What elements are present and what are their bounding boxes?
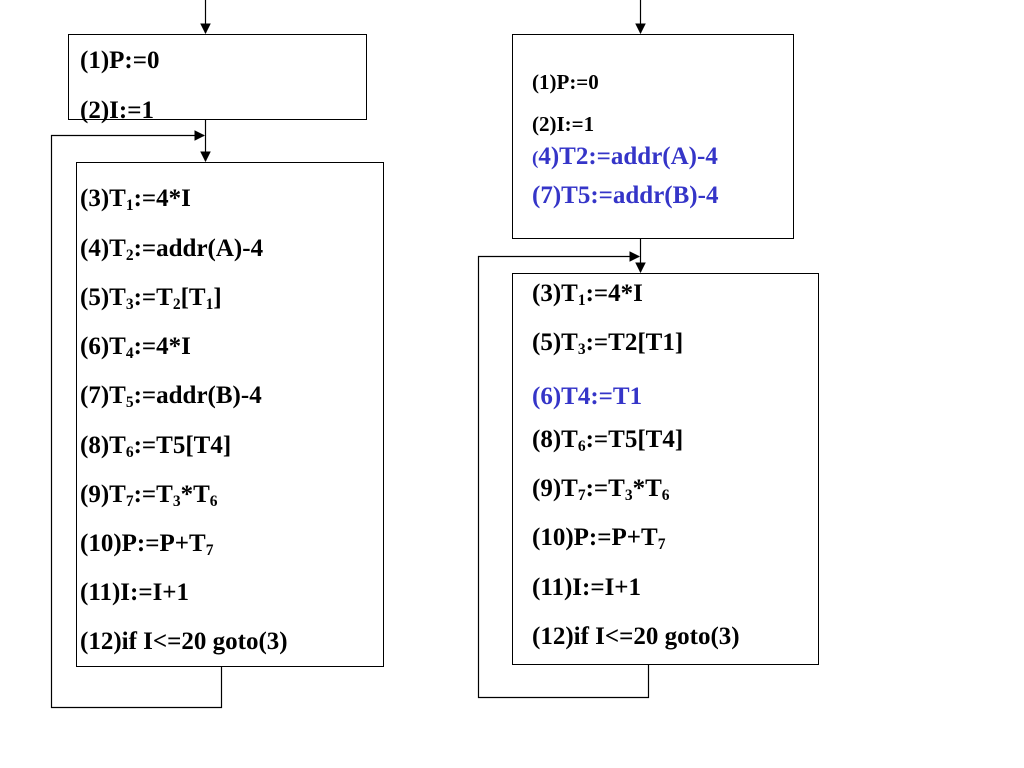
right-back-edge [477,251,650,699]
code-text: (11)I:=I+1 [80,579,190,606]
code-text: (5)T [532,329,578,356]
code-text: (9)T [532,475,578,502]
subscript: 4 [125,344,134,362]
subscript: 6 [577,437,586,455]
code-text: (10)P:=P+T [532,524,658,551]
code-text: (2)I:=1 [532,112,595,136]
code-line: (12)if I<=20 goto(3) [80,629,288,654]
code-text: :=T [133,481,173,508]
code-text: :=4*I [133,185,191,212]
code-text: (6)T [80,333,126,360]
subscript: 7 [657,535,666,553]
subscript: 7 [577,486,586,504]
code-text: (12)if I<=20 goto(3) [532,623,740,650]
code-line: (2)I:=1 [532,114,594,135]
code-text: (4)T [80,235,126,262]
subscript: 3 [125,295,134,313]
code-text: :=T [133,284,173,311]
subscript: 1 [205,295,214,313]
code-text: (8)T [532,426,578,453]
subscript: 6 [209,492,218,510]
code-text: (1)P:=0 [80,47,160,74]
code-text: (1)P:=0 [532,70,599,94]
code-text: (11)I:=I+1 [532,574,642,601]
left-back-edge [50,130,223,709]
code-line: (10)P:=P+T7 [80,530,214,559]
code-text: ( [532,148,539,169]
subscript: 3 [577,340,586,358]
code-line: (12)if I<=20 goto(3) [532,624,740,649]
code-text: (3)T [80,185,126,212]
subscript: 2 [172,295,181,313]
code-text: (9)T [80,481,126,508]
code-line: (9)T7:=T3*T6 [80,481,218,510]
code-text: :=T2[T1] [585,329,684,356]
code-line: (7)T5:=addr(B)-4 [532,183,718,208]
subscript: 1 [125,196,134,214]
code-text: ] [213,284,222,311]
code-text: :=4*I [585,280,643,307]
code-line: (5)T3:=T2[T1] [532,329,684,358]
code-line: (8)T6:=T5[T4] [532,426,684,455]
code-line: (8)T6:=T5[T4] [80,432,232,461]
code-text: [T [180,284,206,311]
code-line: (4)T2:=addr(A)-4 [80,235,264,264]
code-text: (6)T4:=T1 [532,383,643,410]
code-text: :=T [585,475,625,502]
code-text: (7)T [80,382,126,409]
left-init-box [68,34,367,120]
code-line: (4)T2:=addr(A)-4 [532,144,718,169]
code-text: :=4*I [133,333,191,360]
code-text: :=addr(B)-4 [133,382,262,409]
subscript: 6 [661,486,670,504]
code-line: (1)P:=0 [80,48,160,73]
code-text: :=T5[T4] [585,426,684,453]
code-text: (7)T5:=addr(B)-4 [532,182,719,209]
code-text: (5)T [80,284,126,311]
subscript: 7 [205,541,214,559]
code-text: (12)if I<=20 goto(3) [80,628,288,655]
code-text: *T [180,481,210,508]
subscript: 1 [577,291,586,309]
code-line: (11)I:=I+1 [80,580,189,605]
code-line: (5)T3:=T2[T1] [80,284,222,313]
subscript: 3 [172,492,181,510]
subscript: 3 [624,486,633,504]
code-text: (8)T [80,432,126,459]
code-line: (6)T4:=T1 [532,384,642,409]
code-line: (1)P:=0 [532,72,599,93]
code-text: (10)P:=P+T [80,530,206,557]
right-init-box [512,34,794,239]
code-line: (6)T4:=4*I [80,333,191,362]
code-line: (10)P:=P+T7 [532,524,666,553]
subscript: 2 [125,246,134,264]
code-line: (7)T5:=addr(B)-4 [80,382,262,411]
code-line: (11)I:=I+1 [532,575,641,600]
right-loop-box [512,273,819,665]
code-text: :=T5[T4] [133,432,232,459]
code-text: :=addr(A)-4 [133,235,264,262]
code-line: (3)T1:=4*I [532,280,643,309]
code-line: (2)I:=1 [80,98,154,123]
subscript: 5 [125,393,134,411]
code-line: (9)T7:=T3*T6 [532,475,670,504]
code-text: (3)T [532,280,578,307]
code-text: (2)I:=1 [80,97,154,124]
code-text: *T [632,475,662,502]
subscript: 6 [125,443,134,461]
code-text: 4)T2:=addr(A)-4 [538,143,718,170]
left-loop-box [76,162,384,667]
subscript: 7 [125,492,134,510]
code-line: (3)T1:=4*I [80,185,191,214]
